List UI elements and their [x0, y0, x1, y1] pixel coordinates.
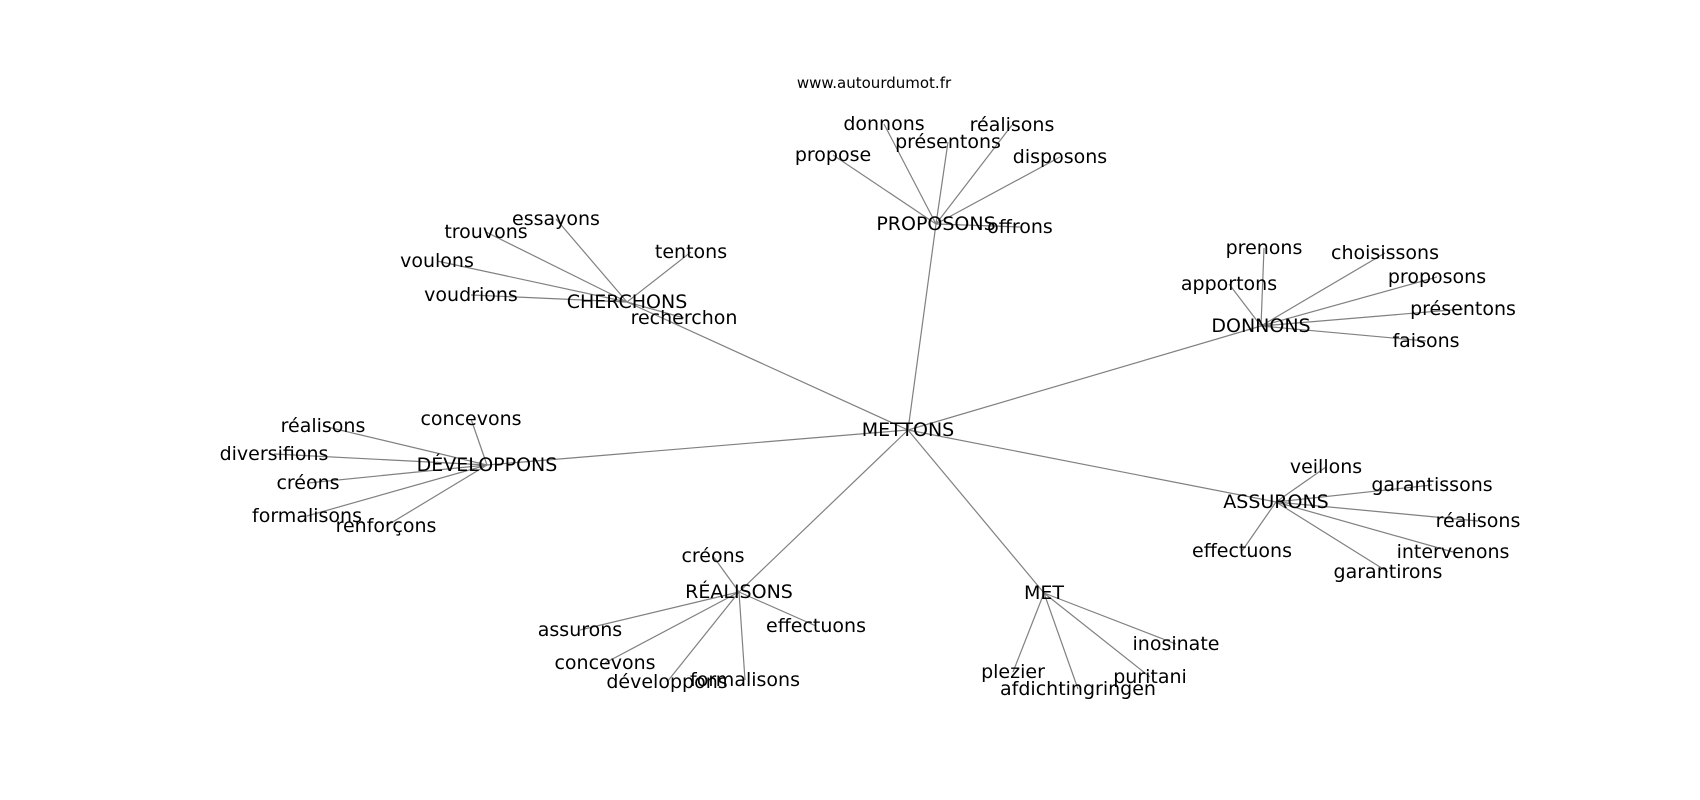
edge-hub-leaf	[626, 251, 692, 303]
hub-node-label: DONNONS	[1211, 315, 1310, 337]
edge-hub-leaf	[1275, 484, 1433, 503]
edge-hub-leaf	[273, 453, 488, 466]
graph-edges	[273, 123, 1479, 690]
edge-center-hub	[907, 223, 937, 431]
edge-hub-leaf	[579, 591, 740, 631]
edge-hub-leaf	[1043, 592, 1079, 690]
leaf-node-label: inosinate	[1133, 633, 1220, 655]
hub-node-label: DÉVELOPPONS	[417, 453, 558, 476]
edge-hub-leaf	[1260, 308, 1464, 327]
hub-node-label: MET	[1024, 582, 1064, 604]
edge-hub-leaf	[1260, 325, 1427, 342]
leaf-node-label: formalisons	[252, 505, 362, 527]
leaf-node-label: garantissons	[1371, 474, 1492, 496]
edge-center-hub	[907, 429, 1277, 503]
edge-hub-leaf	[1260, 247, 1265, 327]
site-watermark: www.autourdumot.fr	[797, 74, 952, 92]
leaf-node-label: afdichtingringen	[1000, 678, 1156, 700]
leaf-node-label: présentons	[1410, 298, 1516, 320]
edge-hub-leaf	[935, 124, 1013, 225]
edge-hub-leaf	[555, 218, 628, 303]
edge-hub-leaf	[306, 464, 488, 517]
edge-hub-leaf	[935, 141, 949, 225]
leaf-node-label: puritani	[1113, 666, 1187, 688]
hub-node-label: PROPOSONS	[876, 213, 995, 235]
leaf-node-label: veillons	[1290, 456, 1362, 478]
hub-node-label: RÉALISONS	[685, 580, 793, 603]
edge-center-hub	[907, 429, 1045, 594]
leaf-node-label: offrons	[987, 216, 1053, 238]
leaf-node-label: voulons	[400, 250, 474, 272]
edge-hub-leaf	[626, 301, 685, 319]
edge-hub-leaf	[1228, 283, 1262, 327]
leaf-node-label: apportons	[1181, 273, 1277, 295]
edge-hub-leaf	[935, 156, 1061, 225]
leaf-node-label: recherchon	[631, 307, 738, 329]
leaf-node-label: disposons	[1013, 146, 1107, 168]
edge-hub-leaf	[604, 591, 740, 664]
leaf-node-label: assurons	[538, 619, 622, 641]
hub-node-label: ASSURONS	[1223, 491, 1328, 513]
leaf-node-label: développons	[606, 671, 727, 693]
edge-hub-leaf	[1260, 252, 1386, 327]
leaf-node-label: réalisons	[970, 114, 1055, 136]
edge-hub-leaf	[436, 260, 628, 303]
edge-hub-leaf	[470, 294, 628, 303]
edge-hub-leaf	[1260, 276, 1438, 327]
graph-labels: www.autourdumot.fr METTONS PROPOSONS donno…	[220, 74, 1521, 700]
leaf-node-label: effectuons	[766, 615, 866, 637]
edge-hub-leaf	[322, 425, 488, 466]
leaf-node-label: concevons	[554, 652, 655, 674]
edge-hub-leaf	[1012, 592, 1045, 673]
leaf-node-label: renforçons	[336, 515, 437, 537]
leaf-node-label: donnons	[843, 113, 924, 135]
edge-hub-leaf	[470, 418, 488, 466]
leaf-node-label: voudrions	[424, 284, 518, 306]
edge-hub-leaf	[1043, 592, 1177, 645]
leaf-node-label: garantirons	[1334, 561, 1443, 583]
leaf-node-label: prenons	[1226, 237, 1303, 259]
leaf-node-label: diversifions	[220, 443, 329, 465]
edge-hub-leaf	[883, 123, 937, 225]
edge-center-hub	[486, 429, 909, 466]
leaf-node-label: réalisons	[281, 415, 366, 437]
edge-hub-leaf	[738, 591, 817, 627]
leaf-node-label: propose	[795, 144, 871, 166]
leaf-node-label: essayons	[512, 208, 600, 230]
edge-hub-leaf	[1275, 501, 1454, 553]
edge-hub-leaf	[1241, 501, 1277, 552]
leaf-node-label: créons	[276, 472, 339, 494]
leaf-node-label: plezier	[981, 661, 1045, 683]
leaf-node-label: créons	[681, 545, 744, 567]
edge-hub-leaf	[666, 591, 740, 683]
edge-hub-leaf	[485, 231, 628, 303]
leaf-node-label: tentons	[655, 241, 727, 263]
edge-hub-leaf	[1275, 466, 1327, 503]
leaf-node-label: réalisons	[1436, 510, 1521, 532]
center-node-label: METTONS	[862, 419, 955, 441]
edge-hub-leaf	[1275, 501, 1389, 573]
edge-hub-leaf	[1275, 501, 1479, 522]
edge-center-hub	[907, 325, 1262, 431]
edge-hub-leaf	[935, 223, 1021, 228]
leaf-node-label: proposons	[1388, 266, 1486, 288]
edge-hub-leaf	[832, 154, 937, 225]
leaf-node-label: présentons	[895, 131, 1001, 153]
edge-hub-leaf	[307, 464, 488, 484]
leaf-node-label: trouvons	[444, 221, 527, 243]
leaf-node-label: formalisons	[690, 669, 800, 691]
hub-node-label: CHERCHONS	[567, 291, 688, 313]
leaf-node-label: effectuons	[1192, 540, 1292, 562]
edge-hub-leaf	[385, 464, 488, 527]
edge-hub-leaf	[1043, 592, 1151, 678]
edge-center-hub	[626, 301, 909, 431]
leaf-node-label: choisissons	[1331, 242, 1439, 264]
leaf-node-label: concevons	[420, 408, 521, 430]
edge-hub-leaf	[712, 555, 740, 593]
leaf-node-label: intervenons	[1397, 541, 1510, 563]
leaf-node-label: faisons	[1392, 330, 1459, 352]
edge-center-hub	[738, 429, 909, 593]
edge-hub-leaf	[738, 591, 746, 681]
